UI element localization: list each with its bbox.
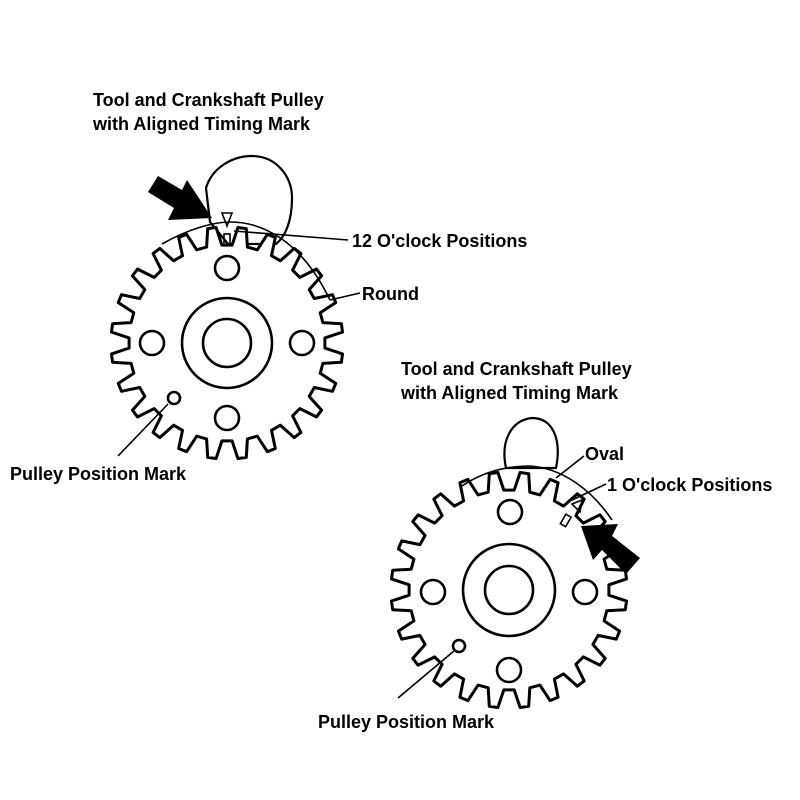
bottom-title-line1: Tool and Crankshaft Pulley [401, 359, 632, 379]
bottom-position-mark-hole [451, 638, 467, 654]
top-label-mark: Pulley Position Mark [10, 464, 187, 484]
bottom-bolt-hole-left [419, 578, 447, 606]
bottom-bolt-hole-top [496, 498, 524, 526]
top-bolt-hole-bottom [213, 404, 241, 432]
top-pulley-timing-mark [223, 233, 231, 246]
bottom-alignment-tool-oval [503, 416, 559, 470]
bottom-leader-mark [397, 650, 455, 699]
top-figure: Tool and Crankshaft Pulley with Aligned … [10, 90, 527, 484]
top-leader-round [329, 292, 361, 301]
bottom-label-shape: Oval [585, 444, 624, 464]
bottom-leader-oval [555, 455, 585, 479]
top-alignment-tool-round [204, 154, 294, 246]
bottom-bolt-hole-right [571, 578, 599, 606]
top-leader-position [233, 230, 349, 241]
bottom-bolt-hole-bottom [495, 656, 523, 684]
top-pointer-arrow-icon [148, 176, 212, 220]
top-title-line2: with Aligned Timing Mark [92, 114, 311, 134]
top-bolt-hole-top [213, 254, 241, 282]
bottom-label-mark: Pulley Position Mark [318, 712, 495, 732]
bottom-title-line2: with Aligned Timing Mark [400, 383, 619, 403]
top-tool-band [161, 221, 331, 301]
top-label-shape: Round [362, 284, 419, 304]
top-label-position: 12 O'clock Positions [352, 231, 527, 251]
top-bolt-hole-left [138, 329, 166, 357]
top-hub-inner [201, 317, 253, 369]
top-title-line1: Tool and Crankshaft Pulley [93, 90, 324, 110]
bottom-hub-inner [483, 564, 535, 616]
bottom-label-position: 1 O'clock Positions [607, 475, 772, 495]
bottom-tool-band [461, 465, 613, 521]
bottom-pointer-arrow-icon [581, 524, 640, 574]
top-position-mark-hole [166, 390, 182, 406]
bottom-leader-position [571, 483, 607, 501]
top-leader-mark [117, 403, 169, 457]
top-bolt-hole-right [288, 329, 316, 357]
bottom-figure: Tool and Crankshaft Pulley with Aligned … [318, 359, 772, 732]
bottom-tool-timing-mark [570, 498, 584, 514]
bottom-pulley-timing-mark [559, 513, 573, 528]
top-tool-timing-mark [220, 212, 234, 229]
